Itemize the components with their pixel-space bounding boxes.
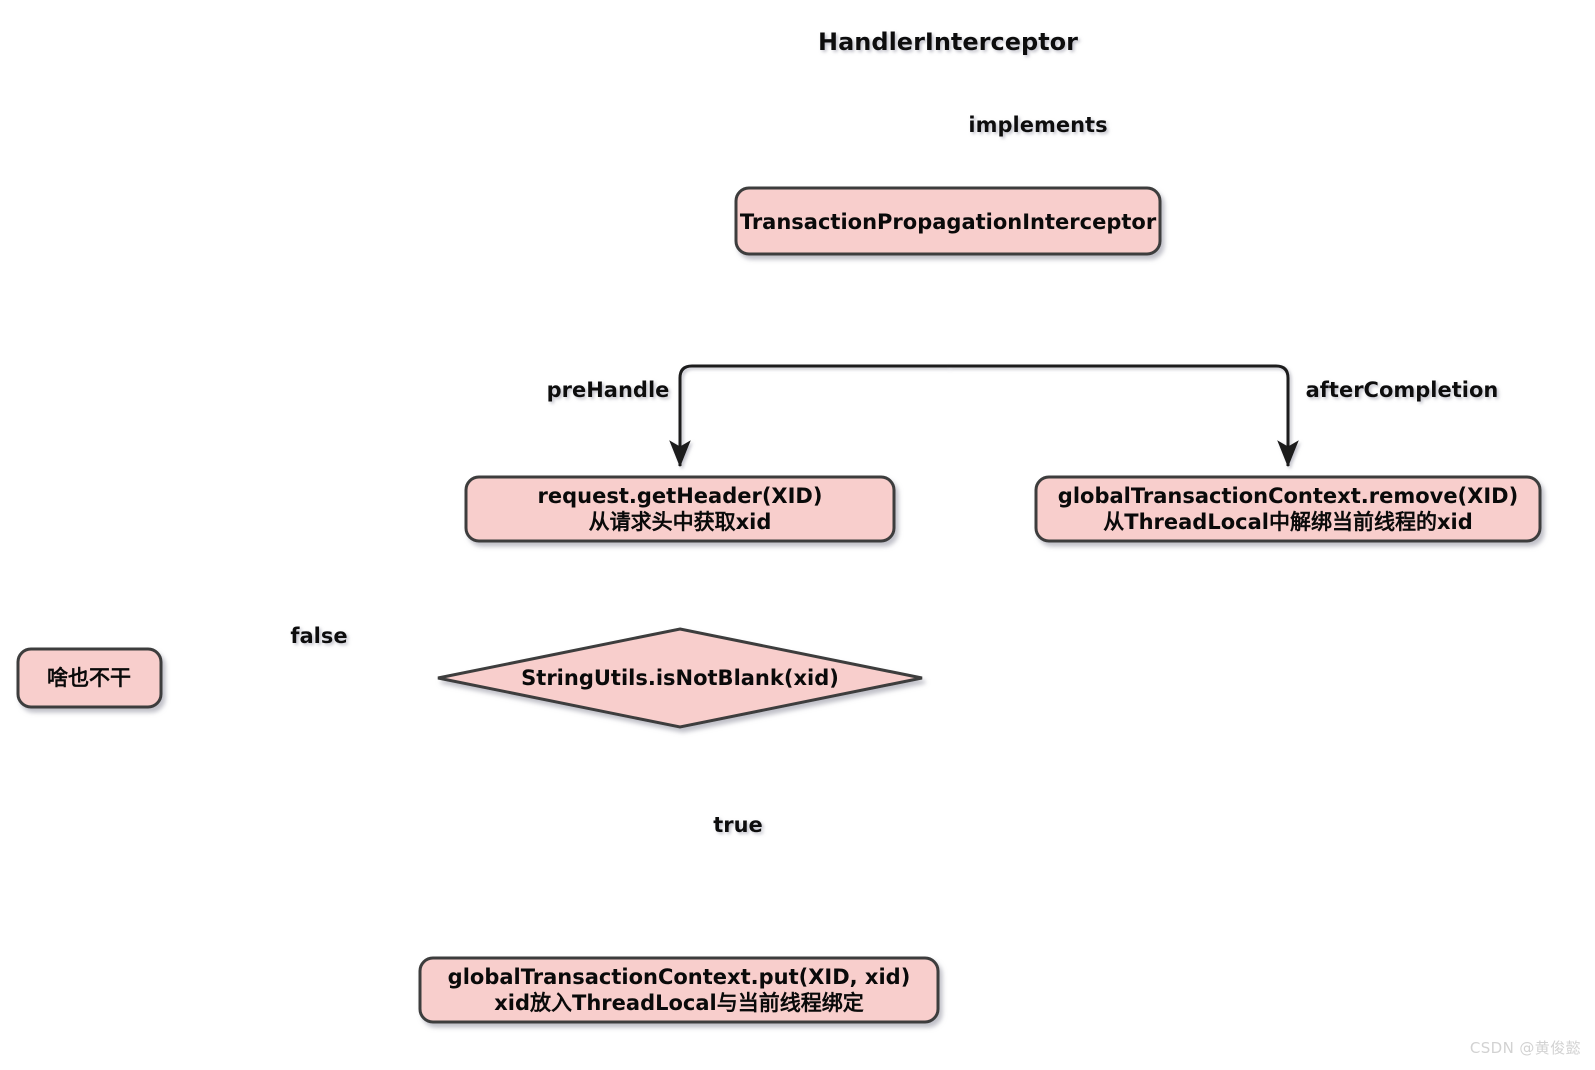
- edge-label-true: true: [713, 813, 763, 837]
- node-shape-remove-xid: [1034, 475, 1542, 543]
- node-global-transaction-context-put[interactable]: globalTransactionContext.put(XID, xid) x…: [418, 956, 940, 1024]
- node-transaction-propagation-interceptor[interactable]: TransactionPropagationInterceptor: [734, 186, 1162, 256]
- node-label-do-nothing: 啥也不干: [47, 666, 131, 690]
- edge-label-after-completion: afterCompletion: [1306, 378, 1499, 402]
- node-label-decision: StringUtils.isNotBlank(xid): [521, 666, 839, 690]
- node-do-nothing[interactable]: 啥也不干: [16, 647, 163, 709]
- edge-label-implements: implements: [968, 113, 1107, 137]
- node-shape-do-nothing: [16, 647, 163, 709]
- csdn-watermark: CSDN @黄俊懿: [1469, 1039, 1581, 1057]
- edge-pre-handle: [669, 364, 948, 468]
- node-label-put-xid-line2: xid放入ThreadLocal与当前线程绑定: [494, 991, 863, 1015]
- node-label-put-xid-line1: globalTransactionContext.put(XID, xid): [448, 965, 911, 989]
- node-label-remove-xid-line2: 从ThreadLocal中解绑当前线程的xid: [1103, 510, 1472, 534]
- node-label-remove-xid-line1: globalTransactionContext.remove(XID): [1058, 484, 1518, 508]
- handler-interceptor-label: HandlerInterceptor: [818, 28, 1078, 56]
- node-global-transaction-context-remove[interactable]: globalTransactionContext.remove(XID) 从Th…: [1034, 475, 1542, 543]
- node-shape-put-xid: [418, 956, 940, 1024]
- node-label-get-header-line2: 从请求头中获取xid: [589, 510, 772, 534]
- edge-label-pre-handle: preHandle: [547, 378, 670, 402]
- node-label-interceptor: TransactionPropagationInterceptor: [740, 210, 1157, 234]
- node-string-utils-is-not-blank[interactable]: StringUtils.isNotBlank(xid): [437, 627, 923, 729]
- edge-after-completion: [948, 364, 1299, 468]
- node-request-get-header[interactable]: request.getHeader(XID) 从请求头中获取xid: [464, 475, 896, 543]
- edge-label-false: false: [290, 624, 347, 648]
- node-label-get-header-line1: request.getHeader(XID): [538, 484, 823, 508]
